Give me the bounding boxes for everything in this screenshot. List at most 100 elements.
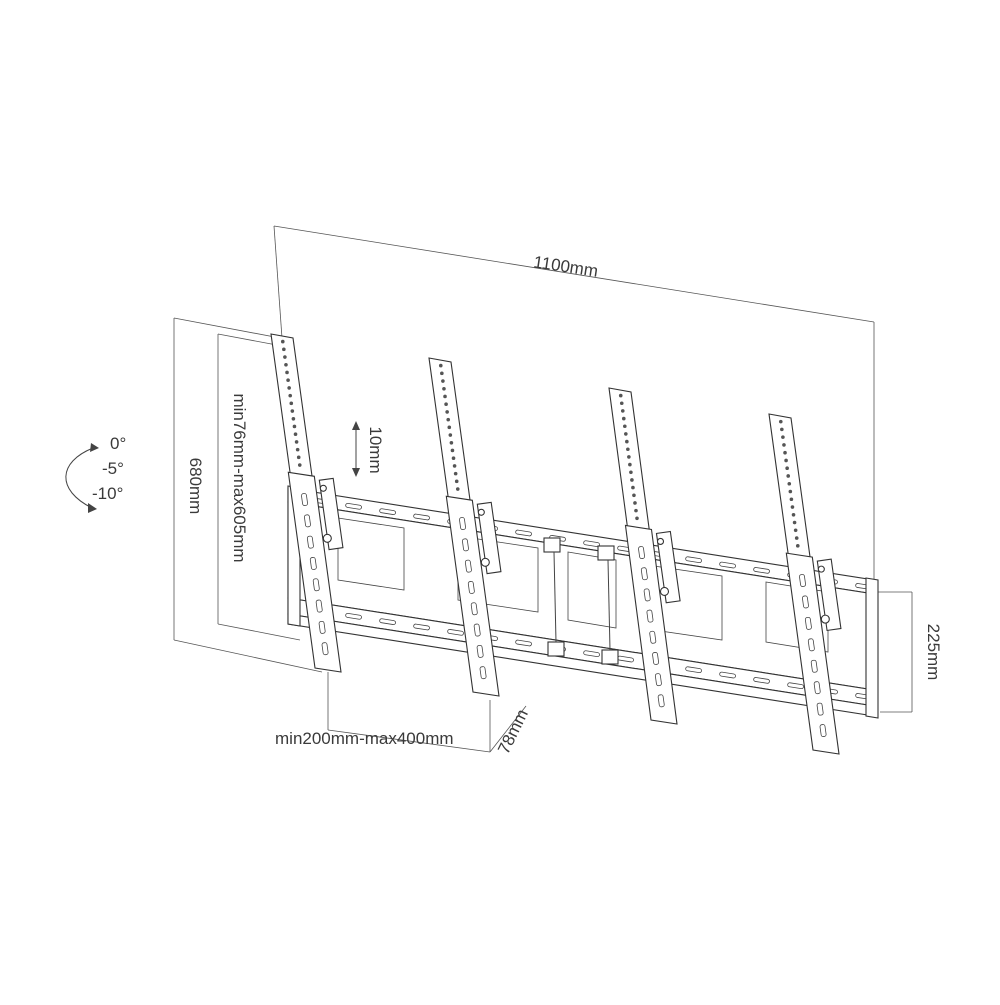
arm-hole <box>793 528 798 533</box>
arm-slot <box>813 681 821 695</box>
arm-body <box>624 524 678 725</box>
arm-hole <box>447 425 452 430</box>
center-clamp-top <box>597 545 615 561</box>
arm-slot <box>304 514 311 528</box>
arm-knob <box>820 614 830 624</box>
arm-slot <box>646 609 654 623</box>
arm-hole <box>788 489 793 494</box>
adjust-arrow-up-head <box>352 421 360 430</box>
arm-hole <box>635 516 639 521</box>
arm-hole <box>784 458 788 463</box>
arm-hole <box>787 481 792 486</box>
arm-slot <box>643 588 651 602</box>
arm-hole <box>452 464 457 468</box>
plate-slot <box>515 529 532 537</box>
arm-hole <box>282 347 286 352</box>
arm-hole <box>633 501 637 505</box>
arm-hole <box>449 440 454 445</box>
arm-hole <box>290 409 295 413</box>
plate-slot <box>515 639 532 647</box>
vesa-horizontal-dimension-line <box>327 729 491 753</box>
plate-slot <box>787 682 804 690</box>
arm-hole <box>448 433 453 437</box>
arm-slot <box>649 630 657 644</box>
vesa-horizontal-label: min200mm-max400mm <box>275 729 454 748</box>
arm-hook <box>318 477 344 551</box>
plate-height-label: 225mm <box>924 624 943 681</box>
arm-slot <box>799 574 806 587</box>
arm-hole <box>780 427 784 432</box>
plate-slot <box>379 618 396 625</box>
arm-extension <box>428 357 471 503</box>
arm-hole <box>284 362 288 367</box>
arm-extension <box>608 387 651 533</box>
arm-hole <box>619 401 624 406</box>
arm-hole <box>781 435 785 439</box>
arm-slot <box>321 642 329 656</box>
arm-slot <box>301 493 308 506</box>
width-label: 1100mm <box>532 252 599 280</box>
plate-slot <box>753 677 770 684</box>
arm-slot <box>470 602 478 616</box>
depth-label: 78mm <box>494 706 532 757</box>
vesa-vertical-extension-top <box>217 333 283 347</box>
arm-hole <box>618 393 623 398</box>
arm-hole <box>455 487 460 491</box>
tilt-arrow-top-icon <box>90 443 99 452</box>
arm-slot <box>306 535 314 549</box>
arm-hole <box>783 450 787 455</box>
arm-slot <box>473 623 481 637</box>
arm-hook <box>655 530 681 604</box>
adjust-label: 10mm <box>366 426 385 473</box>
arm-body <box>445 495 500 697</box>
arm-slot <box>479 666 487 680</box>
arm-slot <box>654 673 662 687</box>
arm-slot <box>807 638 815 652</box>
arm-hole <box>632 493 636 498</box>
arm-hole <box>443 394 447 399</box>
arm-hole <box>627 455 631 459</box>
arm-hole <box>446 417 451 422</box>
center-clamp-top <box>543 537 561 553</box>
arm-slot <box>462 538 469 552</box>
arm-hole <box>626 447 630 452</box>
arm-slot <box>309 557 317 570</box>
arm-hook <box>476 501 502 575</box>
tilt-arrow-bottom-icon <box>88 503 97 513</box>
plate-slot <box>685 556 702 564</box>
arm-hole <box>291 416 296 421</box>
arm-hole <box>634 508 638 513</box>
arm-slot <box>640 567 648 581</box>
arm-hole <box>288 393 293 398</box>
arm-slot <box>459 517 466 530</box>
arm-hole <box>785 466 789 471</box>
arm-hole <box>283 355 287 359</box>
arm-hole <box>630 478 634 482</box>
mounting-arm <box>608 387 681 725</box>
center-bar <box>607 559 611 651</box>
arm-hole <box>450 448 455 453</box>
arm-hole <box>451 456 456 460</box>
width-dimension-line <box>273 225 875 323</box>
arm-hole <box>280 339 285 344</box>
arm-hole <box>778 419 783 424</box>
arm-hole <box>621 416 626 421</box>
arm-slot <box>312 578 320 592</box>
plate-slot <box>583 540 600 548</box>
tilt-indicator <box>65 443 99 513</box>
arm-body <box>785 552 840 755</box>
arm-hole <box>295 447 300 452</box>
tilt-label-10: -10° <box>92 484 123 503</box>
mounting-arm <box>428 357 502 697</box>
mounting-arms <box>270 333 842 755</box>
arm-hole <box>444 402 448 406</box>
tilt-label-0: 0° <box>110 434 126 453</box>
arm-slot <box>464 559 472 573</box>
plate-slot <box>379 508 396 515</box>
arm-hole <box>629 470 633 475</box>
arm-hole <box>441 379 445 383</box>
arm-hole <box>285 370 289 375</box>
arm-hole <box>289 401 294 406</box>
plate-slot <box>413 623 430 631</box>
